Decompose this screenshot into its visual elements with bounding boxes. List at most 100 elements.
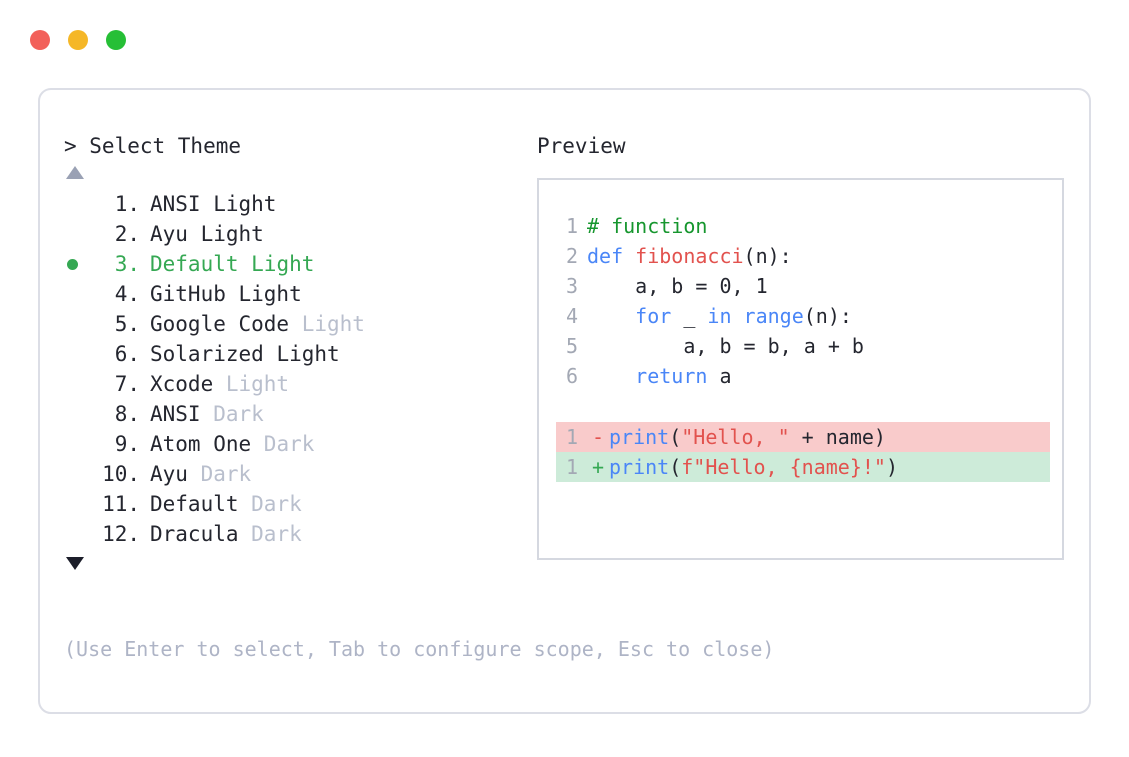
theme-item-variant: Light (213, 372, 290, 396)
theme-item-variant: Dark (238, 522, 302, 546)
theme-item-variant: Light (289, 312, 365, 336)
theme-item-variant: Light (238, 252, 315, 276)
scroll-up-arrow-icon[interactable] (66, 166, 84, 179)
theme-item-number: 1. (114, 192, 140, 216)
theme-list-item[interactable]: 5. Google Code Light (64, 309, 534, 339)
theme-list-item[interactable]: 6. Solarized Light (64, 339, 534, 369)
code-line-content: # function (587, 211, 707, 241)
code-line-number: 3 (565, 274, 578, 298)
keyboard-hint: (Use Enter to select, Tab to configure s… (64, 637, 775, 661)
code-line: 4 for _ in range(n): (556, 301, 1056, 331)
code-line: 6 return a (556, 361, 1056, 391)
theme-list-item[interactable]: 12. Dracula Dark (64, 519, 534, 549)
theme-item-number: 10. (102, 462, 140, 486)
diff-sign: + (591, 455, 605, 479)
code-token-keyword: in range (707, 304, 804, 328)
select-theme-prompt: > Select Theme (64, 134, 242, 158)
theme-item-variant: Dark (238, 492, 302, 516)
diff-line-number: 1 (565, 425, 578, 449)
code-line-content: a, b = b, a + b (587, 331, 864, 361)
theme-item-name: ANSI (150, 402, 201, 426)
code-token-plain: _ (671, 304, 708, 328)
scroll-down-arrow-icon[interactable] (66, 557, 84, 570)
theme-item-variant: Light (225, 282, 302, 306)
theme-list-item[interactable]: 4.GitHub Light (64, 279, 534, 309)
theme-item-name: Ayu (150, 222, 188, 246)
theme-item-name: Ayu (150, 462, 188, 486)
theme-item-number: 6. (114, 342, 140, 366)
code-token-string: f"Hello, {name}!" (681, 455, 886, 479)
code-token-punct: ( (669, 425, 682, 449)
code-token-plain: a, b = b, a + b (587, 334, 864, 358)
diff-sign: - (591, 425, 605, 449)
code-token-keyword: print (609, 425, 670, 449)
close-window-button[interactable] (30, 30, 50, 50)
code-line-number: 1 (565, 214, 578, 238)
theme-item-number: 2. (114, 222, 140, 246)
theme-item-variant: Dark (187, 462, 252, 486)
code-token-punct: ( (669, 455, 682, 479)
theme-item-name: Google Code (150, 312, 290, 336)
code-token-plain: + name) (789, 425, 886, 449)
selection-bullet-slot (64, 258, 96, 270)
code-line: 3 a, b = 0, 1 (556, 271, 1056, 301)
theme-list-item[interactable]: 2. Ayu Light (64, 219, 534, 249)
code-token-string: "Hello, " (681, 425, 790, 449)
code-token-keyword: def (587, 244, 636, 268)
theme-item-name: Default (150, 492, 239, 516)
theme-item-number: 12. (102, 522, 140, 546)
theme-item-variant: Dark (200, 402, 264, 426)
code-token-punct: (n): (803, 304, 852, 328)
code-line-number: 2 (565, 244, 578, 268)
theme-item-number: 4. (114, 282, 140, 306)
diff-line-number: 1 (565, 455, 578, 479)
theme-list-item[interactable]: 8. ANSI Dark (64, 399, 534, 429)
code-line: 5 a, b = b, a + b (556, 331, 1056, 361)
theme-list-item[interactable]: 7.Xcode Light (64, 369, 534, 399)
theme-list-item[interactable]: 11. Default Dark (64, 489, 534, 519)
theme-item-variant: Light (263, 342, 340, 366)
preview-title: Preview (537, 134, 626, 158)
theme-item-name: ANSI (150, 192, 201, 216)
theme-list-item[interactable]: 1.ANSI Light (64, 189, 534, 219)
theme-item-name: Dracula (150, 522, 239, 546)
code-line-content: return a (587, 361, 731, 391)
maximize-window-button[interactable] (106, 30, 126, 50)
theme-item-name: Solarized (150, 342, 264, 366)
theme-list-item[interactable]: 9.Atom One Dark (64, 429, 534, 459)
theme-item-number: 9. (114, 432, 140, 456)
code-token-func: fibonacci (635, 244, 744, 268)
code-line-content: for _ in range(n): (587, 301, 852, 331)
code-line-content: a, b = 0, 1 (587, 271, 767, 301)
theme-list-item[interactable]: 10. Ayu Dark (64, 459, 534, 489)
theme-item-number: 3. (114, 252, 140, 276)
code-token-keyword: return (635, 364, 708, 388)
theme-item-number: 11. (102, 492, 140, 516)
theme-item-number: 5. (114, 312, 140, 336)
code-line-number: 5 (565, 334, 578, 358)
code-token-comment: # function (587, 214, 708, 238)
theme-item-number: 8. (114, 402, 140, 426)
theme-item-variant: Dark (251, 432, 315, 456)
selected-bullet-icon (67, 258, 78, 270)
code-token-punct: ) (885, 455, 899, 479)
diff-line-add: 1 +print(f"Hello, {name}!") (556, 452, 1050, 482)
code-token-plain (587, 364, 635, 388)
diff-line-del: 1-print("Hello, " + name) (556, 422, 1050, 452)
theme-item-name: Default (150, 252, 239, 276)
code-line-content: def fibonacci(n): (587, 241, 792, 271)
theme-item-variant: Light (187, 222, 264, 246)
code-token-keyword: for (635, 304, 672, 328)
diff-line-content: print(f"Hello, {name}!") (609, 452, 898, 482)
theme-item-number: 7. (114, 372, 140, 396)
theme-list-item[interactable]: 3. Default Light (64, 249, 534, 279)
diff-line-content: print("Hello, " + name) (609, 422, 886, 452)
minimize-window-button[interactable] (68, 30, 88, 50)
